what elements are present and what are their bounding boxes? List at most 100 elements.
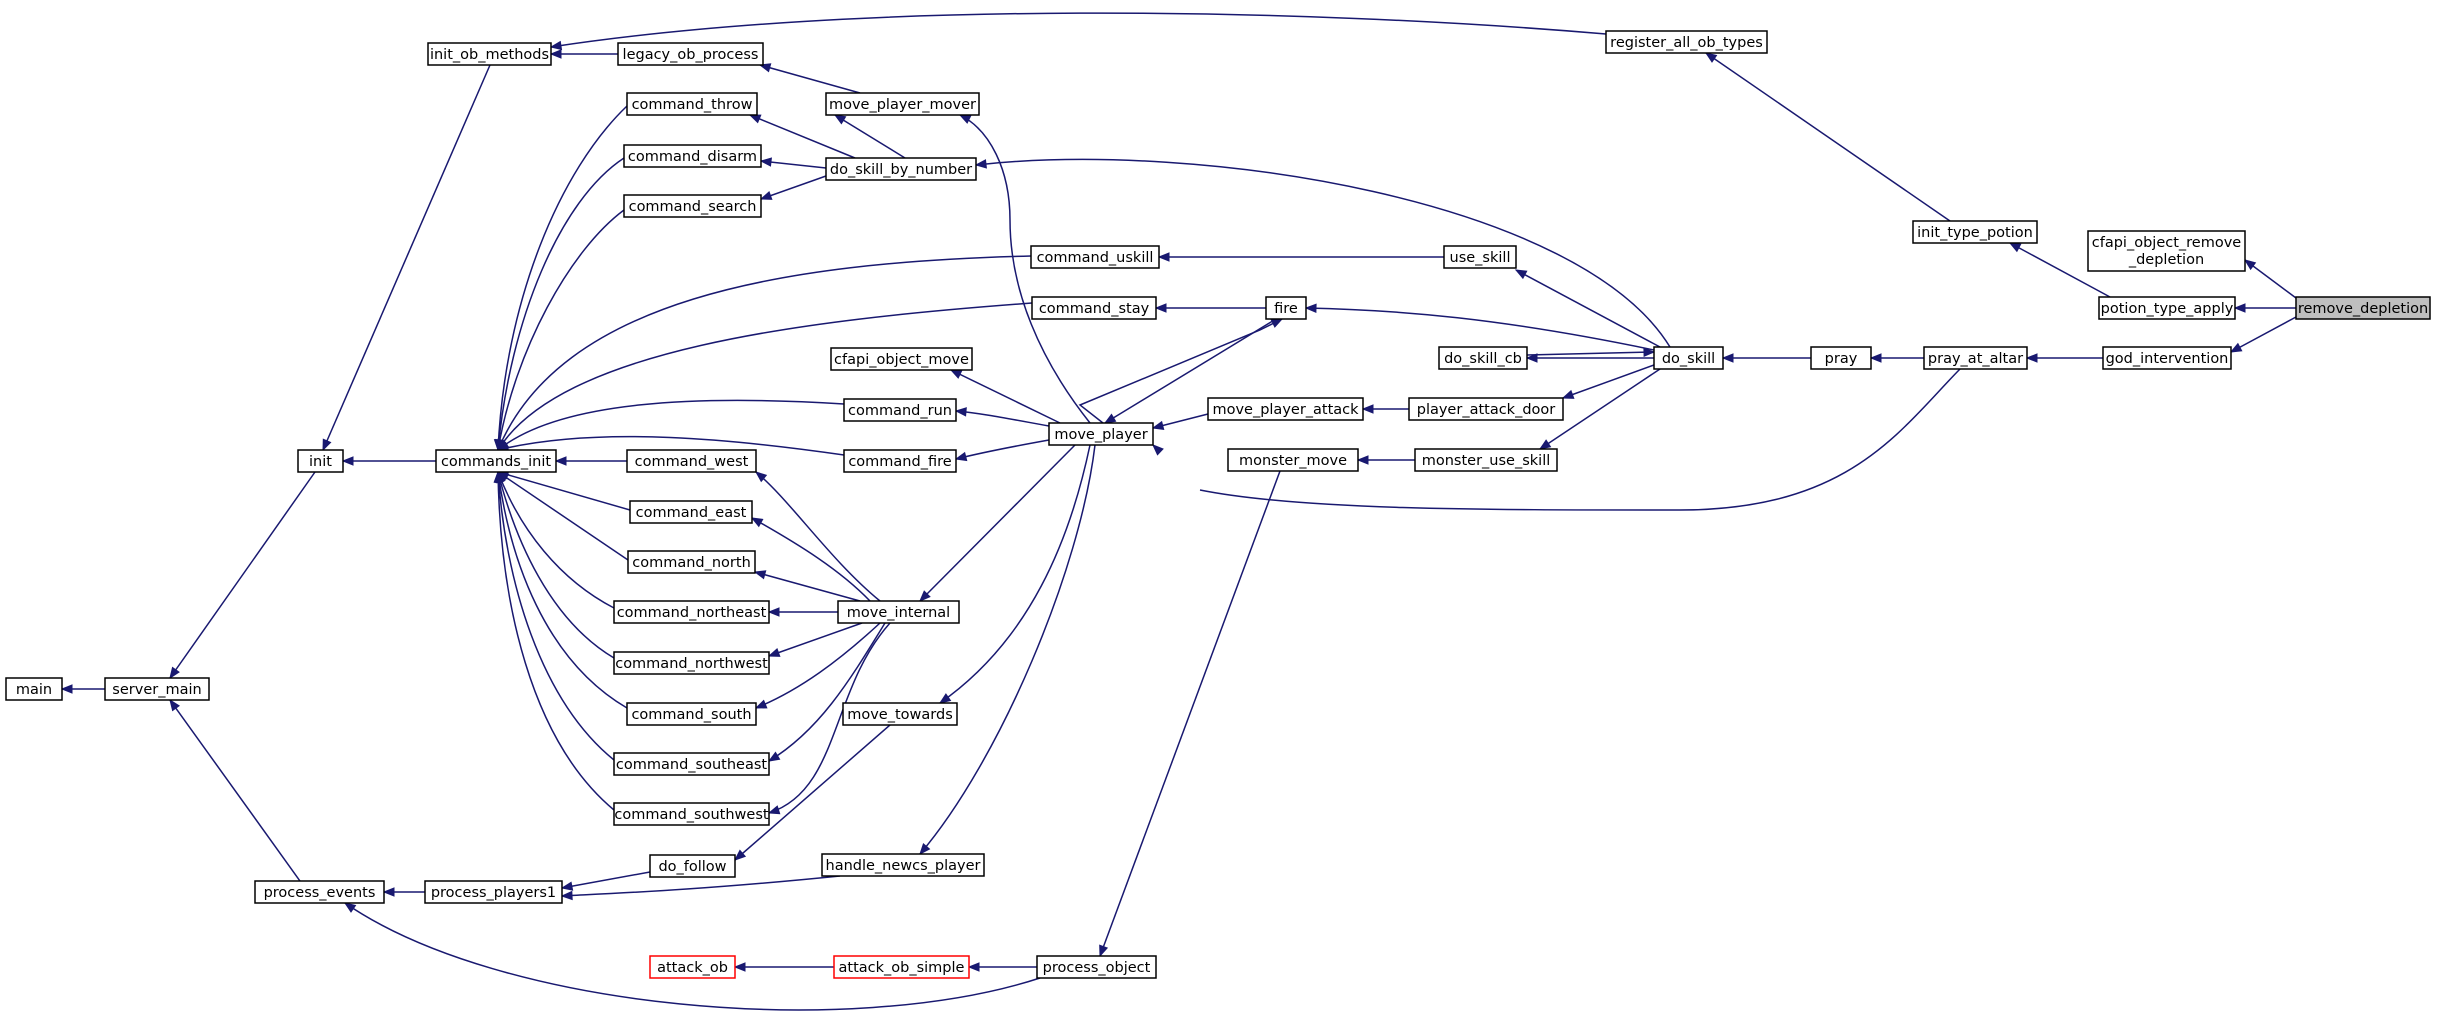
node-process-object[interactable]: process_object: [1036, 955, 1157, 979]
node-monster-use-skill[interactable]: monster_use_skill: [1414, 448, 1558, 472]
node-potion-type-apply[interactable]: potion_type_apply: [2098, 296, 2236, 320]
node-process-events[interactable]: process_events: [254, 880, 385, 904]
edge-command_west-calls-commands_init: [554, 456, 627, 466]
edge-init_type_potion-calls-register_all_ob_types: [1704, 52, 1951, 222]
node-attack-ob-simple[interactable]: attack_ob_simple: [833, 955, 970, 979]
arrowhead-icon: [1099, 944, 1109, 958]
node-init[interactable]: init: [297, 449, 344, 473]
edge-use_skill-calls-command_uskill: [1157, 252, 1444, 262]
node-label: use_skill: [1450, 250, 1511, 266]
node-use-skill[interactable]: use_skill: [1443, 245, 1517, 269]
node-move-internal[interactable]: move_internal: [837, 600, 960, 624]
node-label: monster_move: [1239, 453, 1347, 469]
node-command-northeast[interactable]: command_northeast: [613, 600, 770, 624]
node-move-player-mover[interactable]: move_player_mover: [825, 92, 980, 116]
edge-move_internal-calls-command_northeast: [767, 607, 838, 617]
node-do-skill[interactable]: do_skill: [1653, 346, 1724, 370]
node-label: handle_newcs_player: [826, 858, 981, 874]
node-monster-move[interactable]: monster_move: [1227, 448, 1359, 472]
arrowhead-icon: [1721, 353, 1734, 363]
arrowhead-icon: [493, 470, 503, 483]
node-do-follow[interactable]: do_follow: [649, 854, 736, 878]
node-player-attack-door[interactable]: player_attack_door: [1408, 397, 1564, 421]
node-command-throw[interactable]: command_throw: [626, 92, 758, 116]
node-label: command_south: [631, 707, 751, 723]
node-handle-newcs-player[interactable]: handle_newcs_player: [821, 853, 985, 877]
node-init-type-potion[interactable]: init_type_potion: [1912, 220, 2038, 244]
arrowhead-icon: [2025, 353, 2038, 363]
edge-command_south-calls-commands_init: [494, 470, 628, 709]
node-command-uskill[interactable]: command_uskill: [1030, 245, 1160, 269]
node-cfapi-object-move[interactable]: cfapi_object_move: [830, 347, 973, 371]
arrowhead-icon: [1514, 269, 1528, 280]
arrowhead-icon: [954, 407, 967, 417]
node-label: do_skill_by_number: [830, 162, 972, 178]
node-command-fire[interactable]: command_fire: [843, 449, 957, 473]
node-label: init_type_potion: [1917, 225, 2033, 241]
node-command-southeast[interactable]: command_southeast: [613, 752, 770, 776]
node-attack-ob[interactable]: attack_ob: [649, 955, 736, 979]
arrowhead-icon: [549, 49, 562, 59]
edge-move_player_mover-calls-legacy_ob_process: [758, 63, 861, 94]
node-move-player-attack[interactable]: move_player_attack: [1207, 397, 1364, 421]
node-label: command_southeast: [616, 757, 767, 773]
node-label: cfapi_object_remove: [2092, 235, 2242, 251]
node-register-all-ob-types[interactable]: register_all_ob_types: [1605, 30, 1768, 54]
arrowhead-icon: [967, 962, 980, 972]
node-label: init: [309, 454, 332, 470]
node-command-north[interactable]: command_north: [627, 550, 756, 574]
node-pray[interactable]: pray: [1810, 346, 1872, 370]
node-command-east[interactable]: command_east: [629, 500, 753, 524]
node-god-intervention[interactable]: god_intervention: [2102, 346, 2232, 370]
node-label: move_player_attack: [1212, 402, 1359, 418]
arrowhead-icon: [767, 607, 780, 617]
arrowhead-icon: [322, 438, 332, 452]
edge-do_skill-calls-monster_use_skill: [1538, 368, 1661, 450]
edge-init-calls-server_main: [169, 471, 316, 680]
node-move-player[interactable]: move_player: [1048, 422, 1154, 446]
node-main[interactable]: main: [5, 677, 63, 701]
edge-pray_at_altar-calls-pray: [1869, 353, 1924, 363]
node-command-southwest[interactable]: command_southwest: [613, 802, 770, 826]
node-commands-init[interactable]: commands_init: [435, 449, 557, 473]
node-legacy-ob-process[interactable]: legacy_ob_process: [617, 42, 764, 66]
node-server-main[interactable]: server_main: [104, 677, 210, 701]
arrowhead-icon: [1103, 413, 1117, 424]
node-fire[interactable]: fire: [1265, 296, 1307, 320]
node-label: legacy_ob_process: [623, 47, 759, 63]
node-pray-at-altar[interactable]: pray_at_altar: [1923, 346, 2028, 370]
node-label-continued: _depletion: [2128, 252, 2204, 268]
node-command-run[interactable]: command_run: [843, 398, 957, 422]
node-label: attack_ob_simple: [839, 960, 965, 976]
node-label: fire: [1274, 301, 1298, 317]
node-label: command_run: [848, 403, 952, 419]
arrowhead-icon: [549, 40, 563, 51]
edge-move_player-calls-move_internal: [919, 444, 1076, 602]
edge-do_skill_by_number-calls-move_player_mover: [833, 114, 906, 159]
arrowhead-icon: [1152, 444, 1164, 456]
arrowhead-icon: [919, 590, 931, 602]
node-command-south[interactable]: command_south: [626, 702, 757, 726]
arrowhead-icon: [2243, 259, 2257, 271]
edge-process_players1-calls-process_events: [382, 887, 425, 897]
node-cfapi-object-remove-depletion[interactable]: cfapi_object_remove_depletion: [2087, 230, 2246, 272]
node-process-players1[interactable]: process_players1: [424, 880, 563, 904]
node-command-northwest[interactable]: command_northwest: [613, 651, 770, 675]
edge-process_events-calls-server_main: [169, 698, 301, 882]
node-do-skill-cb[interactable]: do_skill_cb: [1438, 346, 1528, 370]
node-label: command_west: [635, 454, 749, 470]
edge-remove_depletion-calls-potion_type_apply: [2233, 303, 2296, 313]
node-command-disarm[interactable]: command_disarm: [623, 144, 762, 168]
arrowhead-icon: [733, 962, 746, 972]
node-do-skill-by-number[interactable]: do_skill_by_number: [825, 157, 977, 181]
edge-commands_init-calls-init: [341, 456, 436, 466]
edge-fire-calls-command_stay: [1154, 303, 1266, 313]
node-init-ob-methods[interactable]: init_ob_methods: [427, 42, 552, 66]
node-command-search[interactable]: command_search: [623, 194, 762, 218]
node-command-west[interactable]: command_west: [626, 449, 757, 473]
node-move-towards[interactable]: move_towards: [842, 702, 958, 726]
node-remove-depletion[interactable]: remove_depletion: [2295, 296, 2431, 320]
node-label: move_player: [1054, 427, 1147, 443]
node-command-stay[interactable]: command_stay: [1031, 296, 1157, 320]
edge-process_object-calls-process_events: [343, 902, 1041, 1011]
